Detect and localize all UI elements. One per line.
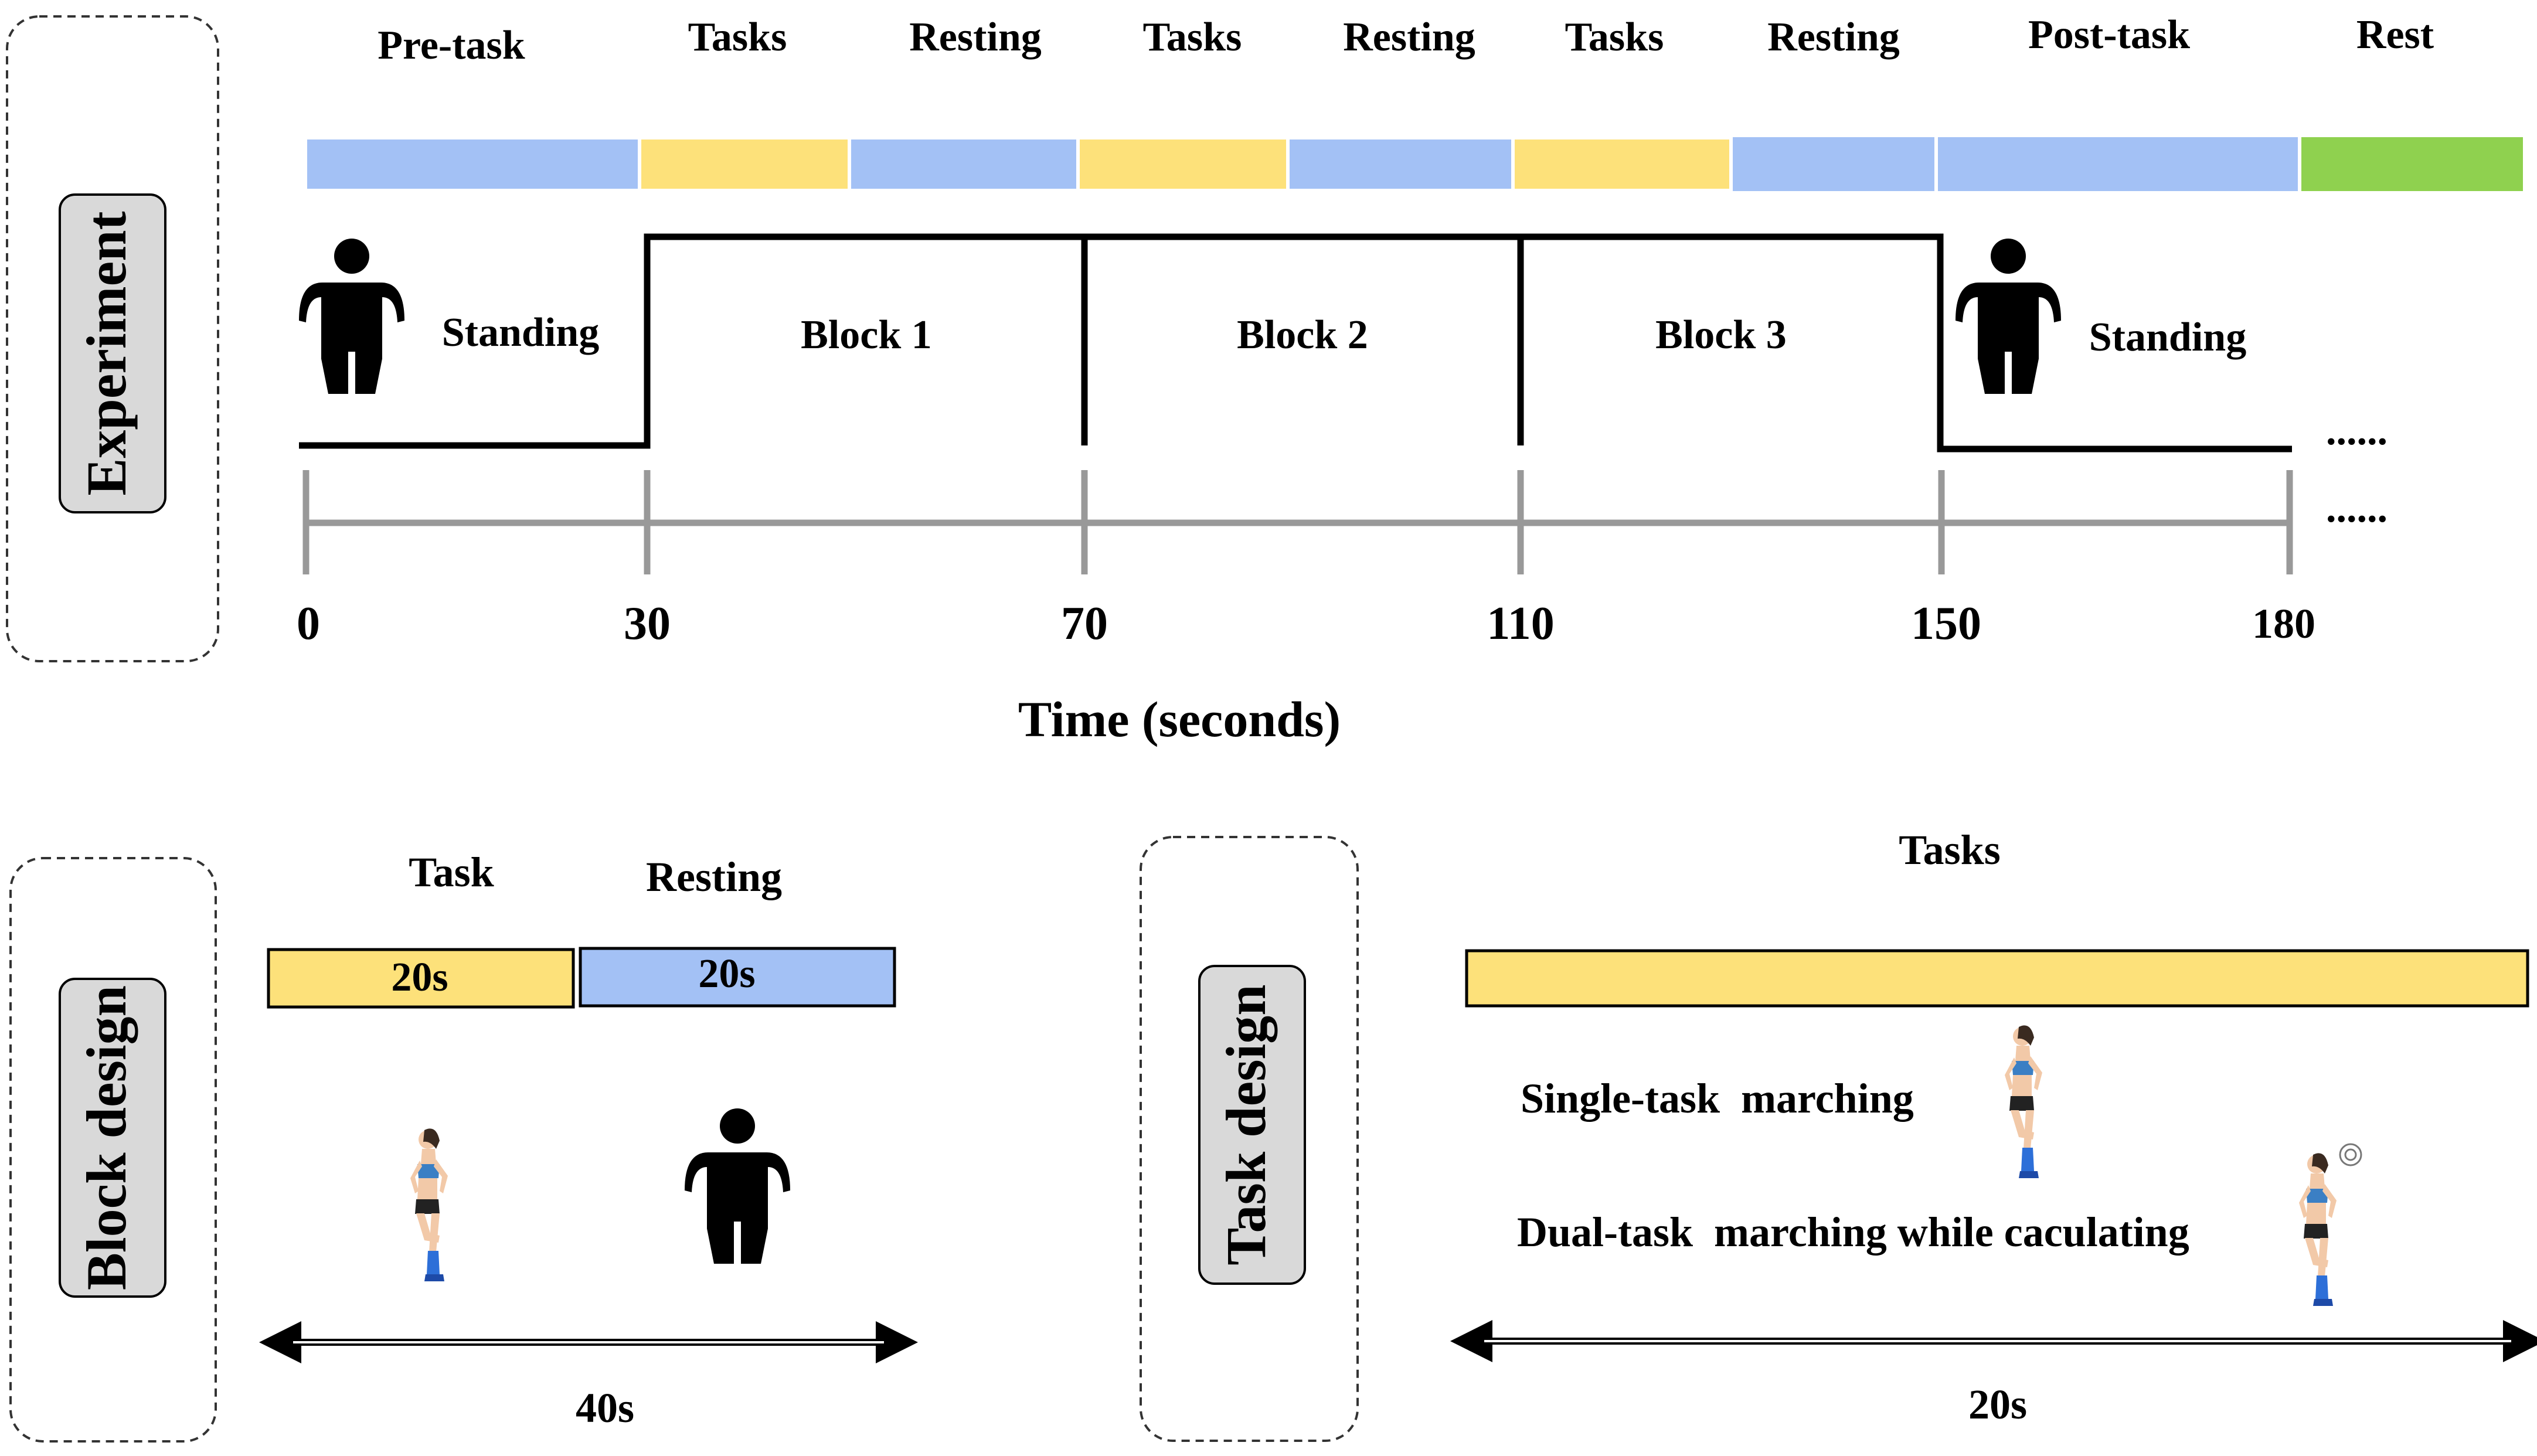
condition-label: Dual-task marching while caculating	[1517, 1209, 2189, 1256]
tick-label: 0	[297, 598, 320, 649]
axis-title: Time (seconds)	[1018, 691, 1341, 747]
phase-bar-task	[1515, 140, 1729, 189]
block-bar-label: 20s	[391, 955, 448, 1000]
block-header: Task	[409, 849, 494, 896]
phase-label: Resting	[909, 15, 1042, 60]
task-duration-label: 20s	[1968, 1381, 2027, 1428]
task-header: Tasks	[1899, 826, 2001, 873]
phase-label: Resting	[1767, 15, 1900, 60]
phase-bar-resting	[851, 140, 1076, 189]
phase-label: Post-task	[2028, 12, 2190, 57]
phase-labels: Pre-task Tasks Resting Tasks Resting Tas…	[378, 12, 2434, 68]
task-design-panel-frame	[1140, 836, 1359, 1442]
block-bar-resting	[579, 947, 896, 1008]
experiment-panel-frame	[6, 15, 219, 662]
tick-label: 150	[1911, 598, 1981, 649]
signal-label: Block 1	[801, 312, 932, 358]
phase-label: Tasks	[688, 15, 787, 60]
block-duration-label: 40s	[576, 1384, 634, 1431]
ellipsis: ......	[2326, 409, 2388, 454]
phase-bar-resting	[307, 140, 638, 189]
phase-bar-task	[1080, 140, 1286, 189]
woman-marching-icon	[2005, 1025, 2042, 1178]
block-design-panel-frame	[9, 857, 217, 1443]
condition-label: Single-task marching	[1521, 1075, 1914, 1122]
block-design-label-box	[59, 978, 166, 1298]
phase-bar-resting	[1938, 137, 2298, 191]
ellipsis: ......	[2326, 486, 2388, 531]
phase-bar-task	[641, 140, 848, 189]
block-signal	[299, 233, 2292, 453]
block-bar-task	[267, 948, 575, 1009]
phase-label: Tasks	[1565, 15, 1664, 60]
phase-bar-resting	[1733, 137, 1934, 191]
person-standing-icon	[1956, 239, 2061, 394]
signal-line	[299, 233, 1088, 449]
task-design-label-box	[1198, 965, 1306, 1285]
woman-marching-icon	[410, 1128, 448, 1281]
task-design-label: Task design	[1215, 984, 1277, 1265]
woman-marching-thinking-icon	[2299, 1143, 2362, 1306]
signal-label: Block 3	[1655, 312, 1787, 358]
block-design-label: Block design	[75, 985, 138, 1290]
phase-label: Resting	[1343, 15, 1475, 60]
phase-label: Tasks	[1143, 15, 1242, 60]
tick-label: 110	[1487, 598, 1555, 649]
person-standing-icon	[299, 239, 404, 394]
phase-bar-resting	[1290, 140, 1511, 189]
phase-bar-rest	[2301, 137, 2523, 191]
time-axis	[302, 470, 2293, 574]
phase-label: Pre-task	[378, 23, 525, 68]
signal-label: Block 2	[1237, 312, 1368, 358]
phase-bars	[307, 137, 2523, 191]
person-standing-icon	[685, 1108, 790, 1264]
experiment-label-box	[59, 193, 166, 513]
tick-label: 180	[2252, 600, 2315, 647]
tick-label: 70	[1061, 598, 1108, 649]
block-header: Resting	[646, 853, 782, 900]
signal-label: Standing	[442, 310, 599, 355]
signal-line	[1521, 233, 2292, 453]
signal-label: Standing	[2089, 315, 2246, 360]
block-bar-label: 20s	[698, 951, 755, 996]
phase-label: Rest	[2356, 12, 2434, 57]
task-bar	[1465, 949, 2529, 1008]
experiment-label: Experiment	[75, 211, 138, 495]
tick-label: 30	[624, 598, 671, 649]
